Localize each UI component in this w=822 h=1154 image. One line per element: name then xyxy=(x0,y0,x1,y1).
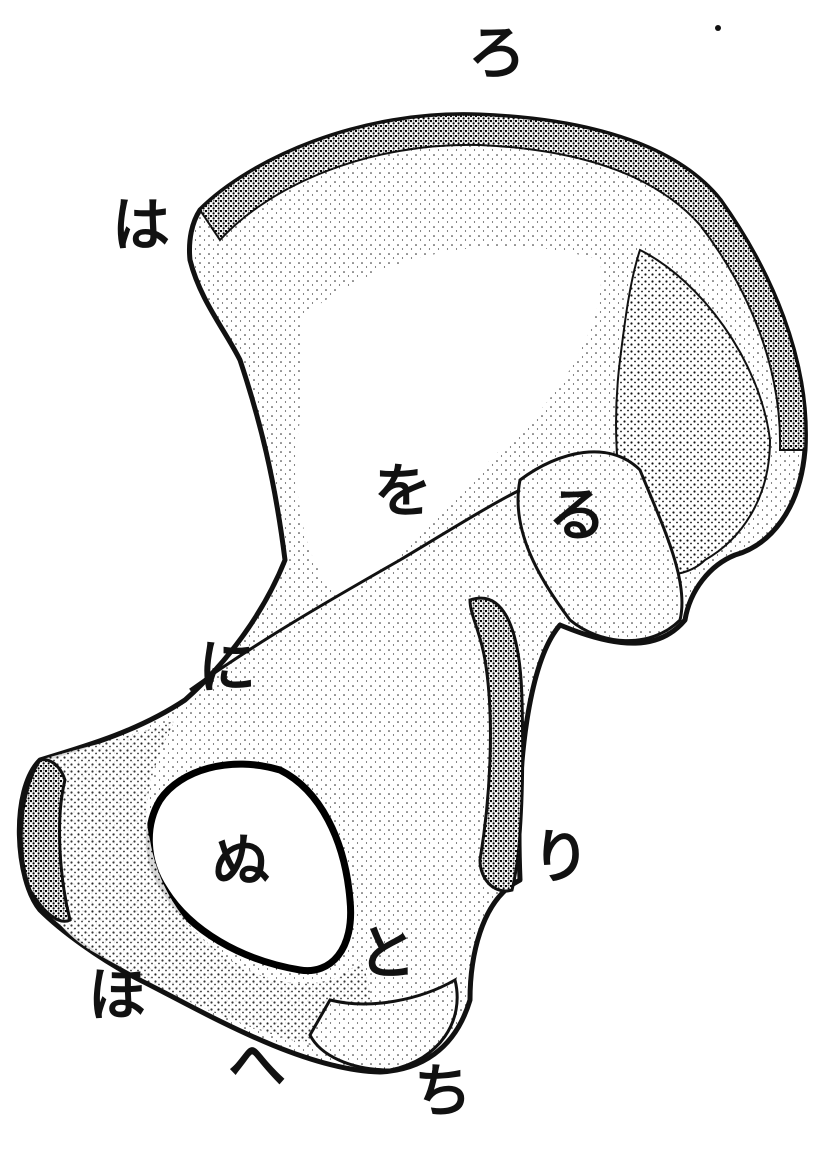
ink-speck xyxy=(715,25,721,31)
label-chi: ち xyxy=(414,1062,472,1120)
label-ru: る xyxy=(548,486,606,544)
label-he: へ xyxy=(228,1036,286,1094)
label-ri: り xyxy=(532,828,590,886)
label-ni: に xyxy=(198,638,256,696)
label-ho: ほ xyxy=(88,966,146,1024)
label-ha: は xyxy=(112,196,170,254)
label-nu: ぬ xyxy=(212,832,270,890)
label-to: と xyxy=(358,924,416,982)
label-ro: ろ xyxy=(468,24,526,82)
label-wo: を xyxy=(374,462,432,520)
